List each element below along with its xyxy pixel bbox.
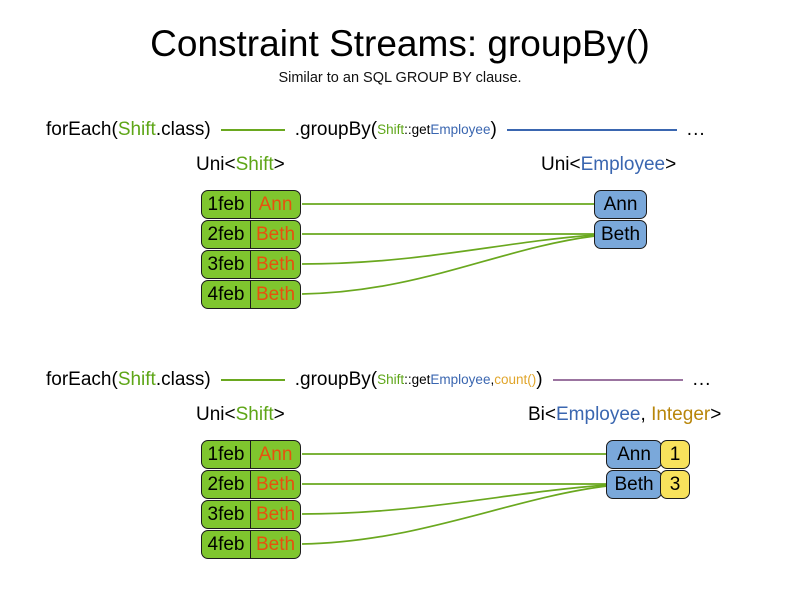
shift-employee: Beth xyxy=(255,253,296,275)
shift-date: 2feb xyxy=(202,221,252,248)
mapper-separator: ::get xyxy=(404,122,431,137)
connector-groupby-to-next xyxy=(506,129,677,131)
foreach-type-shift: Shift xyxy=(117,369,156,390)
uni-open-text: Uni< xyxy=(196,404,236,425)
employee-box: Beth xyxy=(594,220,647,249)
example2-ellipsis: ... xyxy=(692,369,712,390)
shift-box: 1feb Ann xyxy=(201,440,301,469)
uni-open-text: Uni< xyxy=(196,154,236,175)
employee-box: Ann xyxy=(594,190,647,219)
uni-emp-open-text: Uni< xyxy=(541,154,581,175)
shift-box: 3feb Beth xyxy=(201,500,301,529)
shift-employee: Ann xyxy=(258,443,293,465)
shift-employee: Ann xyxy=(258,193,293,215)
groupby-close-text: ) xyxy=(490,119,497,140)
group-count: 3 xyxy=(660,470,690,499)
shift-date: 4feb xyxy=(202,281,252,308)
mapper-type-shift: Shift xyxy=(377,372,405,387)
bi-type-integer: Integer xyxy=(651,404,711,425)
shift-date: 3feb xyxy=(202,251,252,278)
mapper-separator: ::get xyxy=(404,372,431,387)
shift-employee: Beth xyxy=(255,533,296,555)
mapper-property-employee: Employee xyxy=(430,372,491,387)
connector-foreach-to-groupby xyxy=(220,129,285,131)
shift-date: 1feb xyxy=(202,441,252,468)
shift-date: 4feb xyxy=(202,531,252,558)
shift-box: 2feb Beth xyxy=(201,220,301,249)
foreach-prefix-text: forEach( xyxy=(46,119,118,140)
example2-links xyxy=(301,453,608,545)
example2-code-line: forEach(Shift.class) .groupBy(Shift::get… xyxy=(46,366,766,394)
foreach-suffix-text: .class) xyxy=(155,119,211,140)
group-tuple-box: Beth 3 xyxy=(606,470,690,499)
link2-3feb-beth xyxy=(301,484,608,515)
page-subtitle: Similar to an SQL GROUP BY clause. xyxy=(278,70,522,86)
page-title: Constraint Streams: groupBy() xyxy=(150,23,650,64)
groupby-open-text: .groupBy( xyxy=(294,119,378,140)
group-tuple-box: Ann 1 xyxy=(606,440,690,469)
shift-date: 3feb xyxy=(202,501,252,528)
example1-code-line: forEach(Shift.class) .groupBy(Shift::get… xyxy=(46,116,766,144)
group-employee: Ann xyxy=(606,440,662,469)
link2-4feb-beth xyxy=(301,485,608,545)
mapper-type-shift: Shift xyxy=(377,122,405,137)
shift-date: 1feb xyxy=(202,191,252,218)
group-count: 1 xyxy=(660,440,690,469)
uni-type-shift: Shift xyxy=(235,404,274,425)
shift-employee: Beth xyxy=(255,503,296,525)
shift-date: 2feb xyxy=(202,471,252,498)
shift-box: 1feb Ann xyxy=(201,190,301,219)
argument-separator: , xyxy=(490,372,495,387)
groupby-open-text: .groupBy( xyxy=(294,369,378,390)
shift-employee: Beth xyxy=(255,473,296,495)
example1-right-stream-label: Uni<Employee> xyxy=(541,152,676,178)
link-3feb-beth xyxy=(301,234,596,265)
uni-type-employee: Employee xyxy=(580,154,666,175)
bi-type-employee: Employee xyxy=(556,404,641,425)
mapper-property-employee: Employee xyxy=(430,122,491,137)
collector-count: count() xyxy=(494,372,537,387)
example1-links xyxy=(301,203,596,295)
example1-left-stream-label: Uni<Shift> xyxy=(196,152,285,178)
link-4feb-beth xyxy=(301,235,596,295)
shift-box: 4feb Beth xyxy=(201,530,301,559)
foreach-type-shift: Shift xyxy=(117,119,156,140)
example1-ellipsis: ... xyxy=(686,119,706,140)
shift-box: 4feb Beth xyxy=(201,280,301,309)
groupby-close-text: ) xyxy=(536,369,543,390)
group-employee: Beth xyxy=(606,470,662,499)
example2-left-stream-label: Uni<Shift> xyxy=(196,402,285,428)
connector-foreach-to-groupby xyxy=(220,379,285,381)
bi-open-text: Bi< xyxy=(528,404,556,425)
foreach-prefix-text: forEach( xyxy=(46,369,118,390)
shift-box: 3feb Beth xyxy=(201,250,301,279)
uni-type-shift: Shift xyxy=(235,154,274,175)
shift-employee: Beth xyxy=(255,283,296,305)
shift-box: 2feb Beth xyxy=(201,470,301,499)
uni-emp-close-text: > xyxy=(665,154,677,175)
foreach-suffix-text: .class) xyxy=(155,369,211,390)
bi-type-separator: , xyxy=(640,404,652,425)
uni-close-text: > xyxy=(273,154,285,175)
bi-close-text: > xyxy=(710,404,722,425)
uni-close-text: > xyxy=(273,404,285,425)
connector-groupby-to-next xyxy=(552,379,683,381)
example2-right-stream-label: Bi<Employee, Integer> xyxy=(528,402,721,428)
shift-employee: Beth xyxy=(255,223,296,245)
